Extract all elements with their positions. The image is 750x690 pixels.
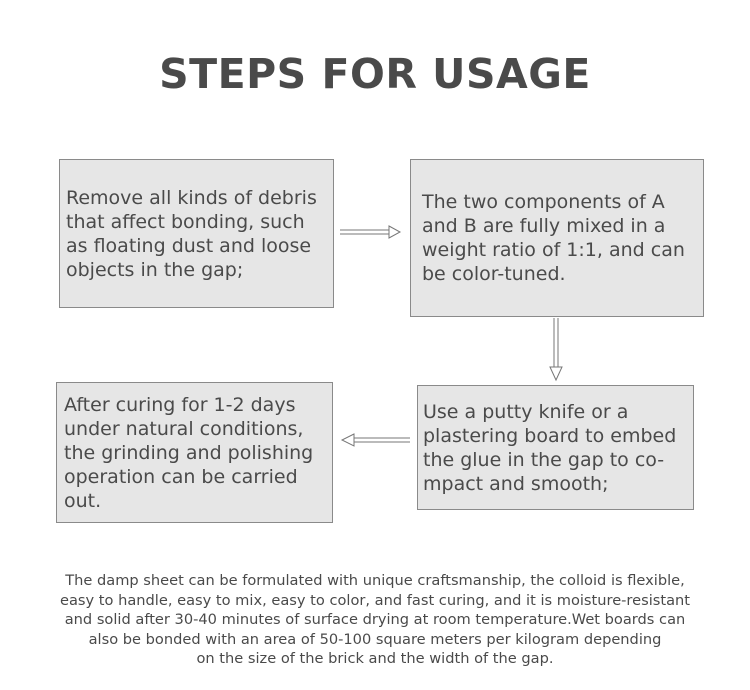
page-title: STEPS FOR USAGE: [159, 50, 591, 98]
step-2-box: The two components of A and B are fully …: [410, 159, 704, 317]
arrow-right-icon: [340, 225, 402, 239]
step-4-box: After curing for 1-2 days under natural …: [56, 382, 333, 523]
step-1-box: Remove all kinds of debris that affect b…: [59, 159, 334, 308]
step-3-box: Use a putty knife or a plastering board …: [417, 385, 694, 510]
description-paragraph: The damp sheet can be formulated with un…: [59, 572, 690, 667]
arrow-down-icon: [549, 318, 563, 382]
arrow-left-icon: [340, 433, 410, 447]
